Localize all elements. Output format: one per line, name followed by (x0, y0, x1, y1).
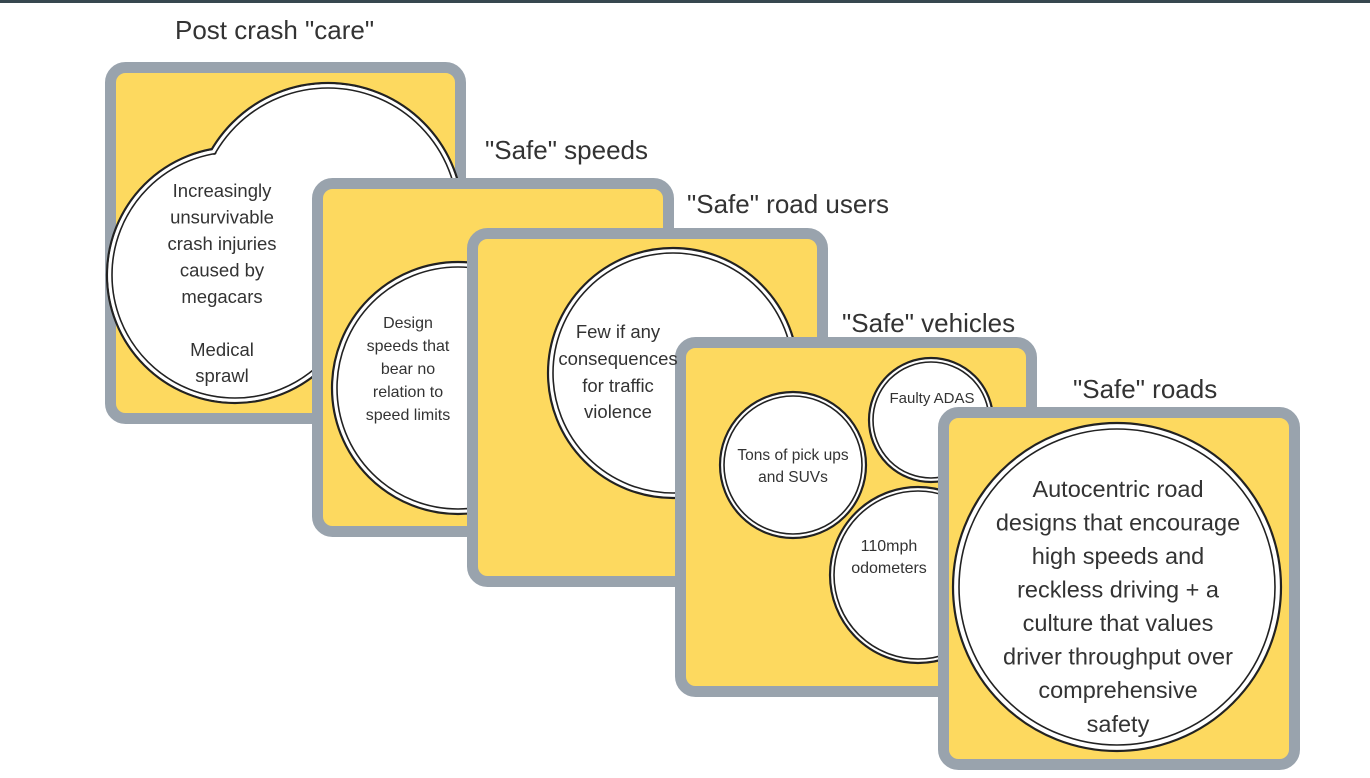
bubble-text-line: Design (383, 315, 433, 332)
bubble-text-line: speeds that (367, 338, 450, 355)
card-title: "Safe" road users (687, 189, 889, 219)
bubble-text-line: bear no (381, 361, 435, 378)
bubble-text-line: and SUVs (758, 469, 828, 486)
bubble-text-line: unsurvivable (170, 207, 274, 228)
card-title: "Safe" vehicles (842, 308, 1015, 338)
card-title: "Safe" roads (1073, 374, 1217, 404)
bubble-inner-ring (958, 428, 1276, 746)
bubble-text-line: Few if any (576, 321, 661, 342)
bubble-text-line: 110mph (861, 538, 918, 555)
bubble-text-line: culture that values (1023, 610, 1214, 636)
bubble-text-line: relation to (373, 384, 443, 401)
bubble-text-line: designs that encourage (996, 510, 1240, 536)
top-border (0, 0, 1370, 3)
bubble-text-line: Faulty ADAS (889, 390, 974, 407)
bubble-outer-ring (951, 421, 1283, 753)
bubble-pickups-suvs (718, 390, 868, 540)
bubble-text-line: sprawl (195, 365, 248, 386)
bubble-text: Increasingly unsurvivable crash injuries… (168, 180, 277, 386)
bubble-text-line: comprehensive (1038, 677, 1197, 703)
bubble-text-line: violence (584, 401, 652, 422)
card-title: Post crash "care" (175, 15, 374, 45)
bubble-text-line: Medical (190, 339, 254, 360)
bubble-text: Tons of pick ups and SUVs Faulty ADAS 11… (737, 390, 974, 577)
bubble-text: Autocentric road designs that encourage … (996, 476, 1240, 737)
bubble-text: Design speeds that bear no relation to s… (366, 315, 450, 424)
bubble-outer-ring (718, 390, 868, 540)
bubble-text-line: high speeds and (1032, 543, 1204, 569)
bubble-inner-ring (723, 395, 863, 535)
bubble-text-line: speed limits (366, 407, 450, 424)
card-title: "Safe" speeds (485, 135, 648, 165)
card-safe-roads (938, 407, 1300, 770)
bubble-text-line: reckless driving + a (1017, 577, 1220, 603)
bubble (951, 421, 1283, 753)
bubble-text-line: crash injuries (168, 233, 277, 254)
bubble-text-line: driver throughput over (1003, 644, 1233, 670)
bubble-text-line: safety (1087, 711, 1150, 737)
bubble-text-line: Increasingly (173, 180, 272, 201)
bubble-text-line: for traffic (582, 375, 654, 396)
bubble-text-line: Tons of pick ups (737, 447, 848, 464)
bubble-text-line: Autocentric road (1032, 476, 1203, 502)
bubble-text-line: megacars (181, 286, 262, 307)
bubble-text-line: consequences (558, 348, 677, 369)
bubble-text: Few if any consequences for traffic viol… (558, 321, 677, 422)
bubble-text-line: caused by (180, 260, 265, 281)
bubble-text-line: odometers (851, 560, 927, 577)
